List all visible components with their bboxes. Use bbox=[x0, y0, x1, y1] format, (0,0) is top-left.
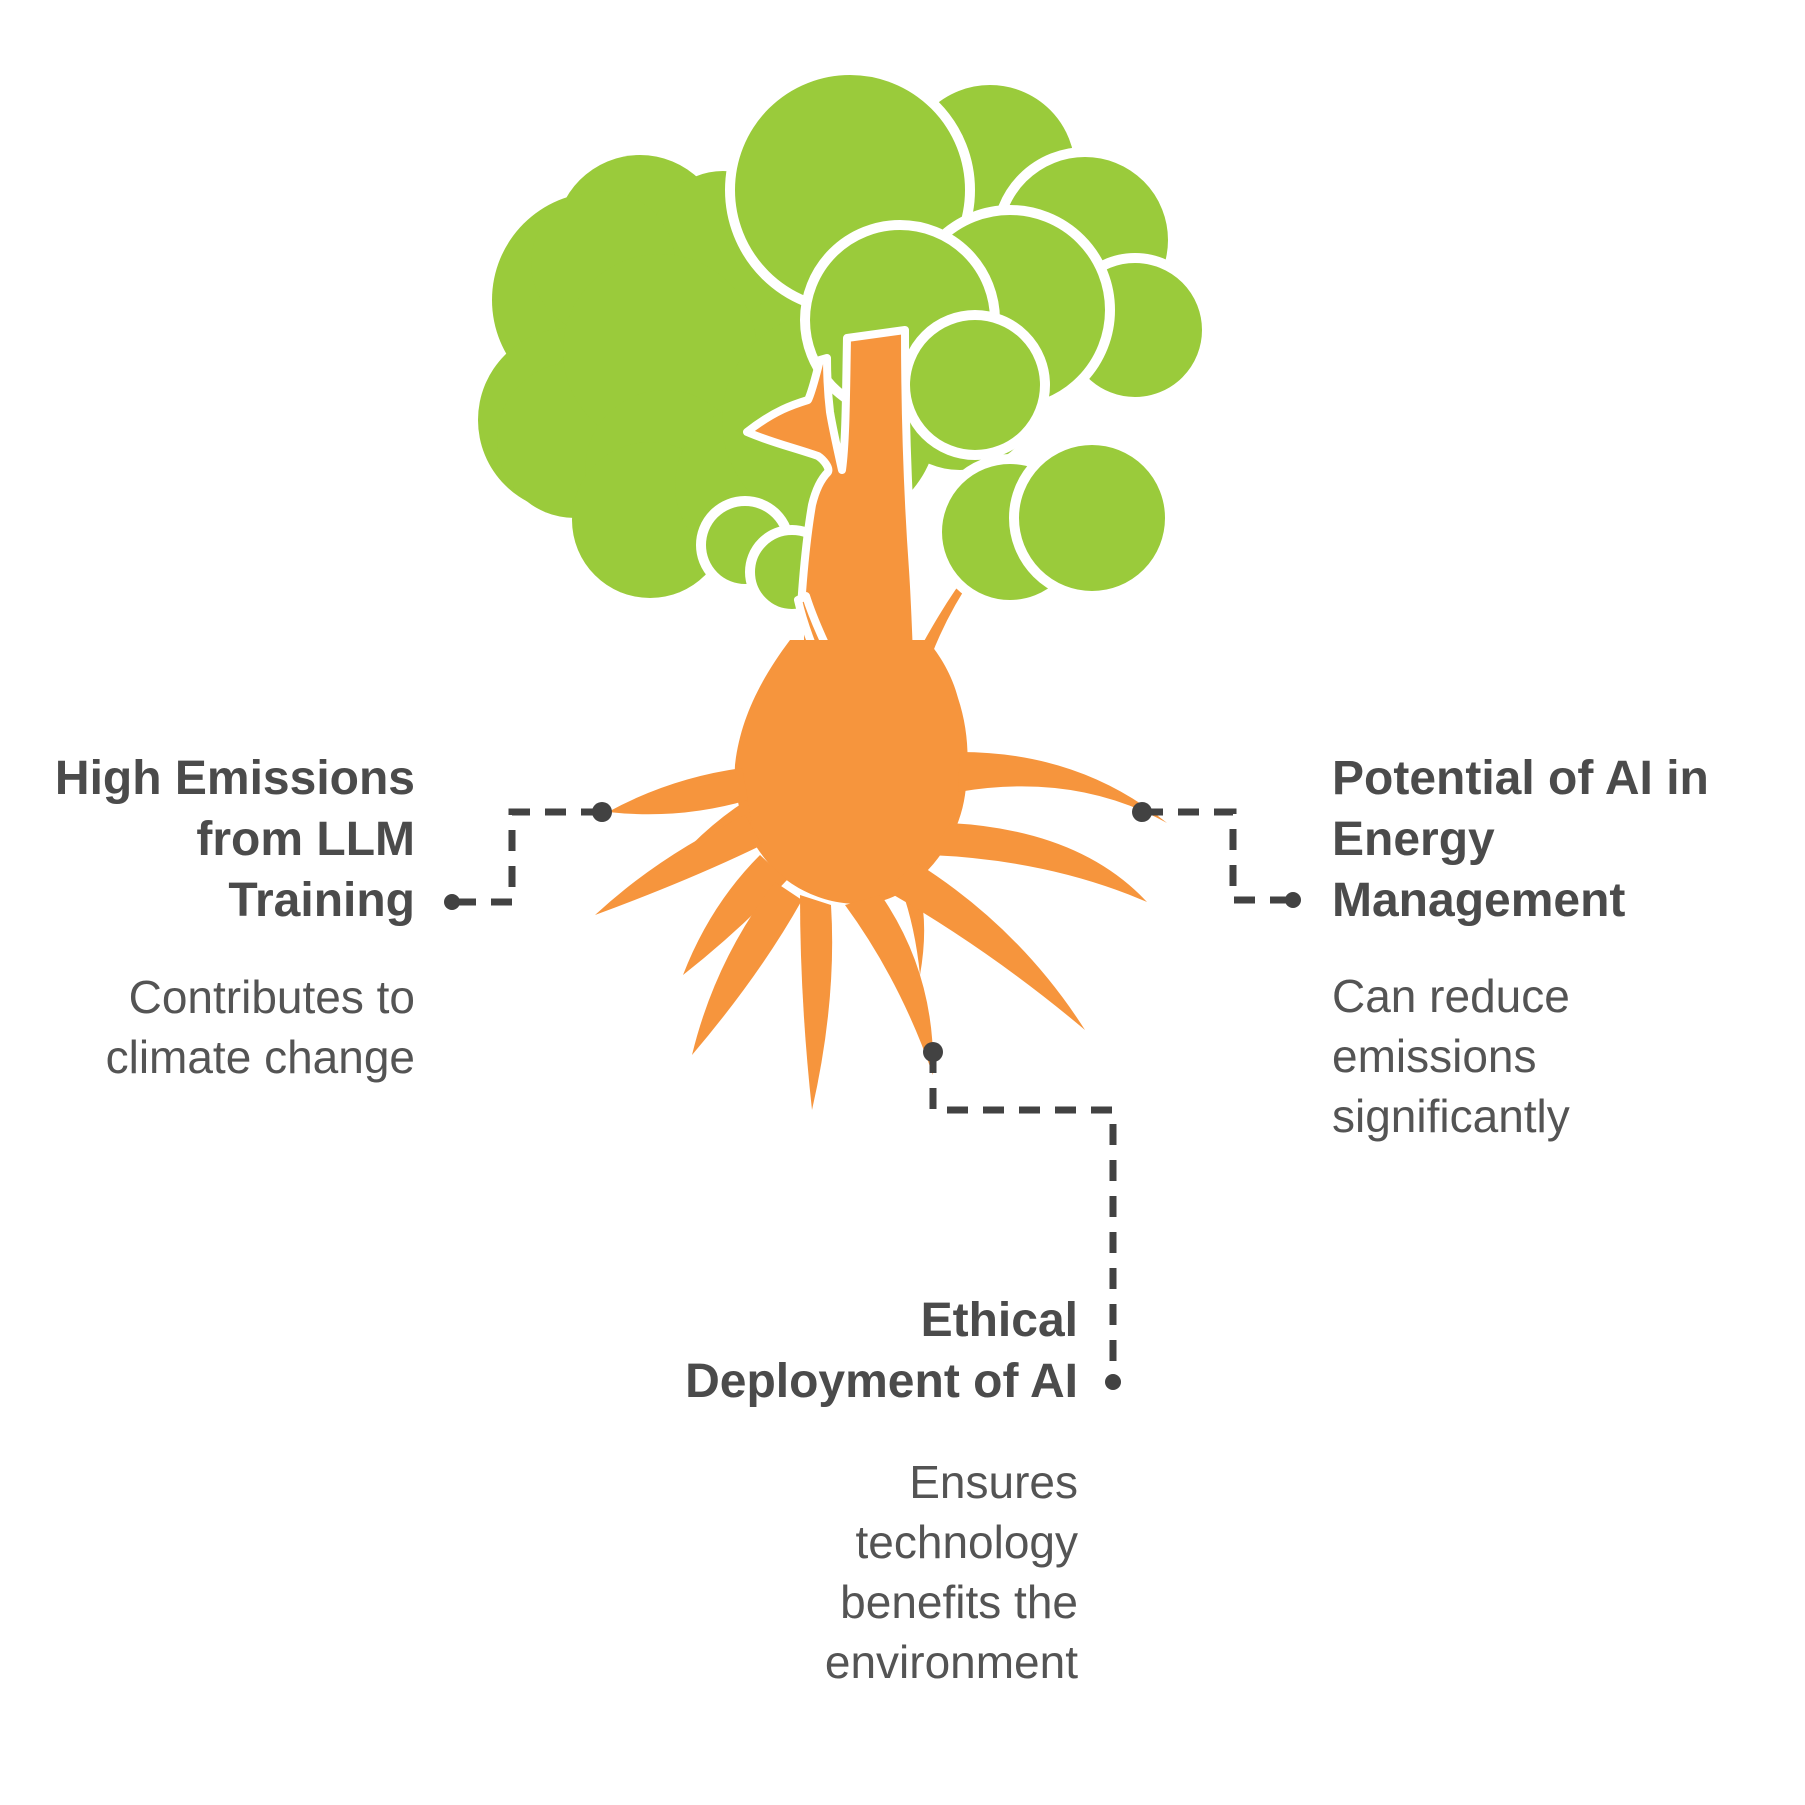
callout-bottom-title: Ethical Deployment of AI bbox=[378, 1290, 1078, 1412]
label-end-dot-bottom bbox=[1105, 1374, 1121, 1390]
callout-right: Potential of AI in Energy Management Can… bbox=[1332, 748, 1802, 1146]
connector-bottom bbox=[929, 1052, 1117, 1382]
root-anchor-dot-right bbox=[1132, 802, 1152, 822]
title-line: Energy bbox=[1332, 813, 1495, 866]
leaf-blob-lower-right bbox=[932, 435, 1175, 610]
description-line: Ensures bbox=[909, 1456, 1078, 1508]
label-end-dot-right bbox=[1285, 892, 1301, 908]
tree-roots bbox=[595, 640, 1167, 1110]
description-line: emissions bbox=[1332, 1030, 1537, 1082]
description-line: benefits the bbox=[840, 1576, 1078, 1628]
title-line: Ethical bbox=[920, 1294, 1078, 1347]
description-line: environment bbox=[824, 1636, 1078, 1688]
root-anchor-dot-bottom bbox=[923, 1042, 943, 1062]
description-line: significantly bbox=[1332, 1090, 1570, 1142]
title-line: from LLM bbox=[196, 813, 415, 866]
root-anchor-dot-left bbox=[592, 802, 612, 822]
title-line: High Emissions bbox=[54, 752, 415, 805]
connector-left bbox=[452, 808, 602, 906]
label-end-dot-left bbox=[444, 894, 460, 910]
title-line: Deployment of AI bbox=[685, 1355, 1078, 1408]
callout-right-title: Potential of AI in Energy Management bbox=[1332, 748, 1802, 931]
description-line: climate change bbox=[105, 1031, 415, 1083]
title-line: Training bbox=[228, 874, 415, 927]
title-line: Management bbox=[1332, 874, 1626, 927]
callout-left-title: High Emissions from LLM Training bbox=[0, 748, 415, 931]
callout-right-description: Can reduce emissions significantly bbox=[1332, 966, 1802, 1146]
connector-right bbox=[1142, 808, 1293, 904]
callout-connectors bbox=[452, 808, 1293, 1382]
description-line: Can reduce bbox=[1332, 970, 1570, 1022]
callout-left: High Emissions from LLM Training Contrib… bbox=[0, 748, 415, 1087]
callout-bottom-description: Ensures technology benefits the environm… bbox=[378, 1452, 1078, 1692]
description-line: technology bbox=[855, 1516, 1079, 1568]
connector-anchor-dots bbox=[444, 802, 1301, 1390]
callout-bottom: Ethical Deployment of AI Ensures technol… bbox=[378, 1290, 1078, 1692]
callout-left-description: Contributes to climate change bbox=[0, 967, 415, 1087]
title-line: Potential of AI in bbox=[1332, 752, 1709, 805]
description-line: Contributes to bbox=[128, 971, 415, 1023]
